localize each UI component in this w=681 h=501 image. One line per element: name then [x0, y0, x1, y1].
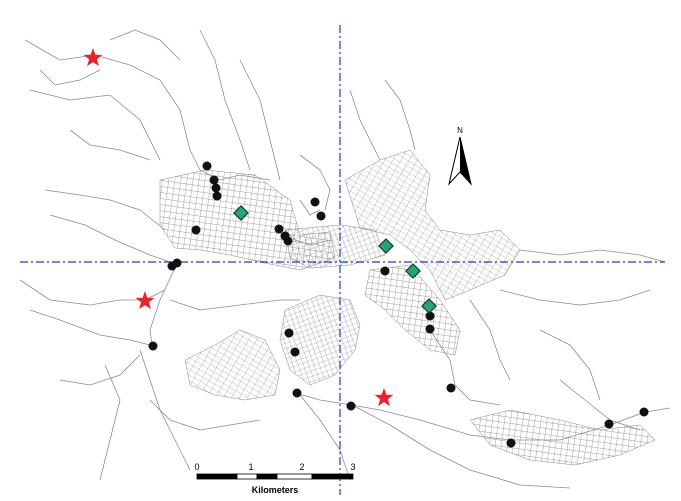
black-circle-marker: [167, 261, 177, 271]
road: [469, 299, 511, 381]
urban-area-southwest: [184, 329, 281, 401]
road: [29, 89, 161, 161]
north-arrow-label: N: [457, 126, 463, 135]
green-diamond-markers: [233, 205, 437, 314]
road: [109, 29, 181, 61]
black-circle-marker: [284, 328, 294, 338]
road-network: [19, 29, 671, 489]
road: [349, 89, 381, 161]
black-circle-marker: [290, 347, 300, 357]
road: [139, 349, 191, 471]
black-circle-marker: [316, 211, 326, 221]
scale-tick-label: 3: [350, 462, 355, 472]
road: [169, 299, 300, 311]
black-circle-marker: [604, 419, 614, 429]
red-star-icon: [83, 48, 103, 67]
road: [199, 29, 251, 171]
black-circle-marker: [148, 341, 158, 351]
black-circle-marker: [274, 224, 284, 234]
road: [294, 392, 671, 441]
scale-unit-label: Kilometers: [252, 485, 299, 495]
black-circle-marker: [211, 183, 221, 193]
urban-area-east: [364, 264, 461, 356]
road: [519, 249, 666, 263]
black-circle-marker: [446, 383, 456, 393]
scale-tick-label: 1: [248, 462, 253, 472]
road: [69, 129, 151, 161]
road: [499, 289, 651, 306]
road: [239, 59, 281, 181]
road: [429, 329, 501, 406]
black-circle-marker: [292, 388, 302, 398]
road: [149, 399, 261, 431]
black-circle-marker: [191, 225, 201, 235]
road: [44, 189, 166, 231]
black-circle-marker: [380, 266, 390, 276]
road: [149, 267, 176, 346]
black-circle-marker: [209, 175, 219, 185]
north-arrow: N: [448, 126, 472, 186]
road: [24, 39, 201, 171]
road: [29, 309, 151, 346]
black-circle-marker: [639, 407, 649, 417]
north-arrow-shaded-half: [460, 137, 471, 184]
red-star-icon: [374, 388, 394, 407]
black-circle-marker: [425, 311, 435, 321]
green-diamond-marker: [378, 238, 394, 254]
black-circle-marker: [212, 191, 222, 201]
road: [539, 329, 601, 401]
road: [99, 364, 121, 481]
black-circle-marker: [425, 324, 435, 334]
urban-area-southeast: [469, 409, 656, 466]
black-circle-marker: [506, 438, 516, 448]
scale-tick-label: 2: [299, 462, 304, 472]
road: [284, 229, 331, 246]
road: [39, 69, 101, 86]
red-star-icon: [135, 291, 155, 310]
road: [299, 199, 321, 216]
red-star-markers: [83, 48, 394, 407]
black-circle-marker: [346, 401, 356, 411]
road: [351, 404, 571, 489]
road: [59, 354, 141, 386]
road: [49, 214, 171, 263]
urban-street-grid: [159, 149, 656, 466]
road: [199, 169, 271, 181]
road: [559, 379, 641, 431]
black-circle-marker: [310, 197, 320, 207]
scale-bar-segment: [311, 473, 354, 480]
road: [299, 154, 331, 211]
green-diamond-marker: [405, 263, 421, 279]
scale-bar: 0 1 2 3 Kilometers: [194, 462, 355, 495]
scale-tick-label: 0: [194, 462, 199, 472]
black-circle-markers: [148, 161, 649, 448]
crosshair: [20, 25, 665, 495]
road: [384, 79, 416, 151]
black-circle-marker: [283, 236, 293, 246]
road: [299, 394, 351, 481]
scale-bar-segment: [196, 473, 238, 480]
green-diamond-marker: [233, 205, 249, 221]
black-circle-marker: [202, 161, 212, 171]
green-diamond-marker: [421, 298, 437, 314]
scale-bar-segment: [256, 473, 278, 480]
scale-bar-segment: [236, 473, 258, 480]
urban-area-central: [284, 224, 386, 269]
urban-area-south: [279, 294, 361, 386]
scale-bar-segment: [276, 473, 313, 480]
